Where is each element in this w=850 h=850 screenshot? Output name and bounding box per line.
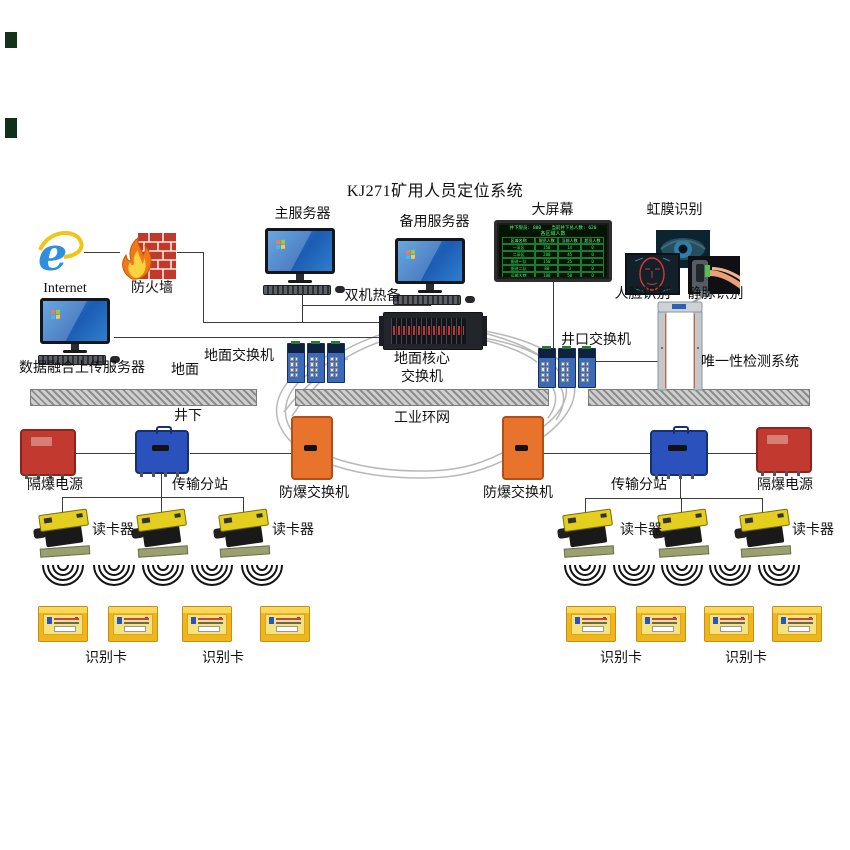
mouse [465,296,475,303]
wellhead-switch-device [538,346,596,388]
wellhead-switch-label: 井口交换机 [561,333,631,348]
substation-left [135,426,189,477]
face-label: 人脸识别 [614,287,671,302]
mouse [335,286,345,293]
security-gate [657,291,710,391]
reader-label: 读卡器 [272,523,314,538]
id-card-label: 识别卡 [202,651,244,666]
signal-waves-icon [758,564,800,586]
face-photo [625,253,680,295]
screen-header-left: 井下限员: 800 [509,225,542,231]
id-card [772,606,822,642]
ground-bar [588,389,810,406]
diagram-title: KJ271矿用人员定位系统 [346,183,524,200]
signal-waves-icon [241,564,283,586]
screen-header-right: 当前井下总人数: 620 [551,225,597,231]
core-switch-label: 地面核心 [394,352,450,367]
iris-label: 虹膜识别 [646,203,703,218]
ground-bar [295,389,549,406]
card-reader [213,508,272,558]
signal-waves-icon [93,564,135,586]
substation-label: 传输分站 [611,478,667,493]
card-reader [557,508,616,558]
id-card [566,606,616,642]
core-switch-device [379,312,487,350]
screen-subtitle: 各区域人数 [540,231,566,237]
card-reader [33,508,92,558]
ground-bar [30,389,257,406]
big-screen: 井下限员: 800 当前井下总人数: 620 各区域人数 区域名称限员人数当前人… [494,220,612,282]
flameproof-power-left [20,429,76,479]
firewall-icon [118,231,178,281]
ex-switch-label: 防爆交换机 [279,486,349,501]
id-card [38,606,88,642]
upload-server-label: 数据融合上传服务器 [19,361,145,376]
flameproof-power-right [756,427,812,476]
monitor [40,298,110,344]
ring-network-label: 工业环网 [394,411,450,426]
vein-label: 静脉识别 [687,287,744,302]
id-card-label: 识别卡 [725,651,767,666]
hot-standby-label: 双机热备 [344,289,401,304]
reader-label: 读卡器 [620,523,662,538]
main-server-computer [263,228,347,295]
signal-waves-icon [709,564,751,586]
id-card-label: 识别卡 [600,651,642,666]
id-card [108,606,158,642]
id-card [704,606,754,642]
keyboard [38,355,106,365]
underground-label: 井下 [174,409,202,424]
windows-logo-icon [276,239,285,250]
backup-server-computer [393,238,477,305]
signal-waves-icon [42,564,84,586]
firewall-label: 防火墙 [131,281,173,296]
uniqueness-system-label: 唯一性检测系统 [701,355,799,370]
big-screen-label: 大屏幕 [531,203,574,218]
substation-label: 传输分站 [172,478,228,493]
mouse [110,356,120,363]
id-card [260,606,310,642]
reader-label: 读卡器 [792,523,834,538]
screen-table-header: 区域名称限员人数当前人数超员人数 [499,237,607,244]
signal-waves-icon [191,564,233,586]
id-card [182,606,232,642]
monitor [395,238,465,284]
flameproof-power-label: 隔爆电源 [757,478,813,493]
signal-waves-icon [564,564,606,586]
keyboard [263,285,331,295]
ex-switch-label: 防爆交换机 [483,486,553,501]
windows-logo-icon [51,309,60,320]
ground-switch-device [287,341,345,383]
signal-waves-icon [661,564,703,586]
substation-right [650,426,708,479]
id-card-label: 识别卡 [85,651,127,666]
flameproof-power-label: 隔爆电源 [27,478,83,493]
ground-switch-label: 地面交换机 [204,349,274,364]
internet-label: Internet [43,281,87,296]
surface-label: 地面 [171,363,199,378]
id-card [636,606,686,642]
core-switch-label: 交换机 [401,370,443,385]
edge-artifact [5,118,17,138]
windows-logo-icon [406,249,415,260]
monitor [265,228,335,274]
ex-switch-left [291,416,333,480]
backup-server-label: 备用服务器 [399,215,470,230]
vein-photo [688,256,740,294]
card-reader [131,508,190,558]
reader-label: 读卡器 [92,523,134,538]
card-reader [734,508,793,558]
edge-artifact [5,32,17,48]
signal-waves-icon [142,564,184,586]
upload-server-computer [38,298,122,365]
main-server-label: 主服务器 [274,207,331,222]
keyboard [393,295,461,305]
signal-waves-icon [613,564,655,586]
ex-switch-right [502,416,544,480]
internet-icon: e [38,227,84,281]
